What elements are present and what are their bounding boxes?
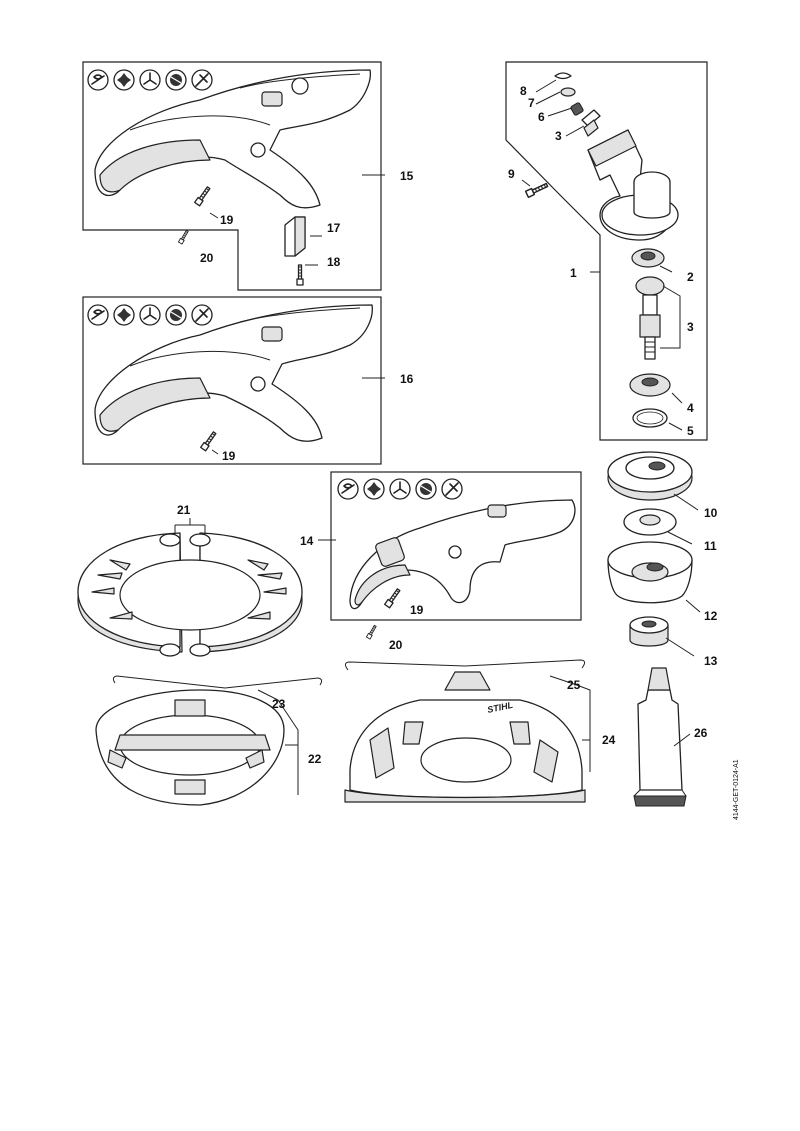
guard-ring-21: 21 bbox=[77, 503, 303, 657]
callout-11: 11 bbox=[704, 539, 717, 553]
callout-15: 15 bbox=[400, 169, 414, 183]
grease-tube-26 bbox=[633, 667, 687, 807]
callout-4: 4 bbox=[687, 401, 694, 415]
spacer-6 bbox=[570, 102, 584, 116]
brush-knife-icon bbox=[191, 304, 213, 326]
deflector-guard-14 bbox=[349, 499, 576, 610]
callout-16: 16 bbox=[400, 372, 414, 386]
assembly-16-box: 16 19 bbox=[82, 296, 414, 465]
blade-4-icon bbox=[113, 69, 135, 91]
document-code: 4144-GET-0124-A1 bbox=[733, 759, 740, 820]
callout-1: 1 bbox=[570, 266, 577, 280]
brush-knife-icon bbox=[191, 69, 213, 91]
line-head-icon bbox=[87, 304, 109, 326]
washer-11 bbox=[623, 508, 677, 536]
callout-19-a: 19 bbox=[220, 213, 234, 227]
screw-9 bbox=[524, 181, 550, 199]
thrust-cup-12 bbox=[607, 541, 693, 604]
deflector-guard-16 bbox=[94, 304, 373, 442]
assembly-15-box: 15 19 17 18 bbox=[82, 61, 414, 291]
grass-blade-icon bbox=[165, 69, 187, 91]
callout-5: 5 bbox=[687, 424, 694, 438]
screw-19-a bbox=[194, 185, 212, 207]
tool-icons-16 bbox=[87, 304, 213, 326]
gear-housing bbox=[587, 129, 679, 241]
callout-8: 8 bbox=[520, 84, 527, 98]
callout-19-c: 19 bbox=[410, 603, 424, 617]
callout-13: 13 bbox=[704, 654, 718, 668]
callout-10: 10 bbox=[704, 506, 718, 520]
assembly-14-box: 14 19 bbox=[300, 471, 582, 621]
callout-21: 21 bbox=[177, 503, 191, 517]
callout-12: 12 bbox=[704, 609, 718, 623]
washer-7 bbox=[560, 87, 576, 97]
callout-20-a: 20 bbox=[200, 251, 214, 265]
callout-3-b: 3 bbox=[687, 320, 694, 334]
blade-3-icon bbox=[389, 478, 411, 500]
screw-19-c bbox=[384, 587, 402, 609]
mowing-guard-24: STIHL bbox=[344, 671, 586, 803]
deflector-guard-15 bbox=[94, 69, 371, 209]
tool-icons-14 bbox=[337, 478, 463, 500]
line-head-icon bbox=[337, 478, 359, 500]
callout-24: 24 bbox=[602, 733, 616, 747]
blade-3-icon bbox=[139, 69, 161, 91]
callout-3-a: 3 bbox=[555, 129, 562, 143]
callout-7: 7 bbox=[528, 96, 535, 110]
spring-23 bbox=[112, 675, 323, 689]
clip-17 bbox=[284, 216, 306, 257]
tool-icons-15 bbox=[87, 69, 213, 91]
guard-ring-22 bbox=[95, 689, 285, 806]
blade-3-icon bbox=[139, 304, 161, 326]
callout-20-b: 20 bbox=[389, 638, 403, 652]
screw-19-b bbox=[200, 430, 218, 452]
screw-18 bbox=[296, 264, 304, 286]
callout-18: 18 bbox=[327, 255, 341, 269]
callout-23: 23 bbox=[272, 697, 286, 711]
blade-4-icon bbox=[363, 478, 385, 500]
callout-9: 9 bbox=[508, 167, 515, 181]
bearing-2 bbox=[631, 248, 665, 268]
brush-knife-icon bbox=[441, 478, 463, 500]
callout-6: 6 bbox=[538, 110, 545, 124]
grass-blade-icon bbox=[415, 478, 437, 500]
line-head-icon bbox=[87, 69, 109, 91]
bearing-4 bbox=[629, 373, 671, 397]
gear-shaft-3 bbox=[635, 276, 665, 360]
blade-4-icon bbox=[113, 304, 135, 326]
callout-17: 17 bbox=[327, 221, 341, 235]
callout-22: 22 bbox=[308, 752, 322, 766]
callout-2: 2 bbox=[687, 270, 694, 284]
screw-20-a bbox=[177, 229, 190, 245]
callout-26: 26 bbox=[694, 726, 708, 740]
spring-25 bbox=[344, 659, 586, 671]
screw-20-b bbox=[365, 624, 378, 640]
callout-19-b: 19 bbox=[222, 449, 236, 463]
circlip-8 bbox=[554, 72, 572, 80]
mount-nut-13 bbox=[629, 616, 669, 647]
pinion-3 bbox=[581, 109, 601, 137]
callout-25: 25 bbox=[567, 678, 581, 692]
grass-blade-icon bbox=[165, 304, 187, 326]
circlip-5 bbox=[632, 408, 668, 428]
thrust-plate-10 bbox=[607, 451, 693, 501]
assembly-1-gearhead: 8 7 6 3 9 1 2 3 4 5 bbox=[505, 61, 708, 441]
callout-14: 14 bbox=[300, 534, 314, 548]
